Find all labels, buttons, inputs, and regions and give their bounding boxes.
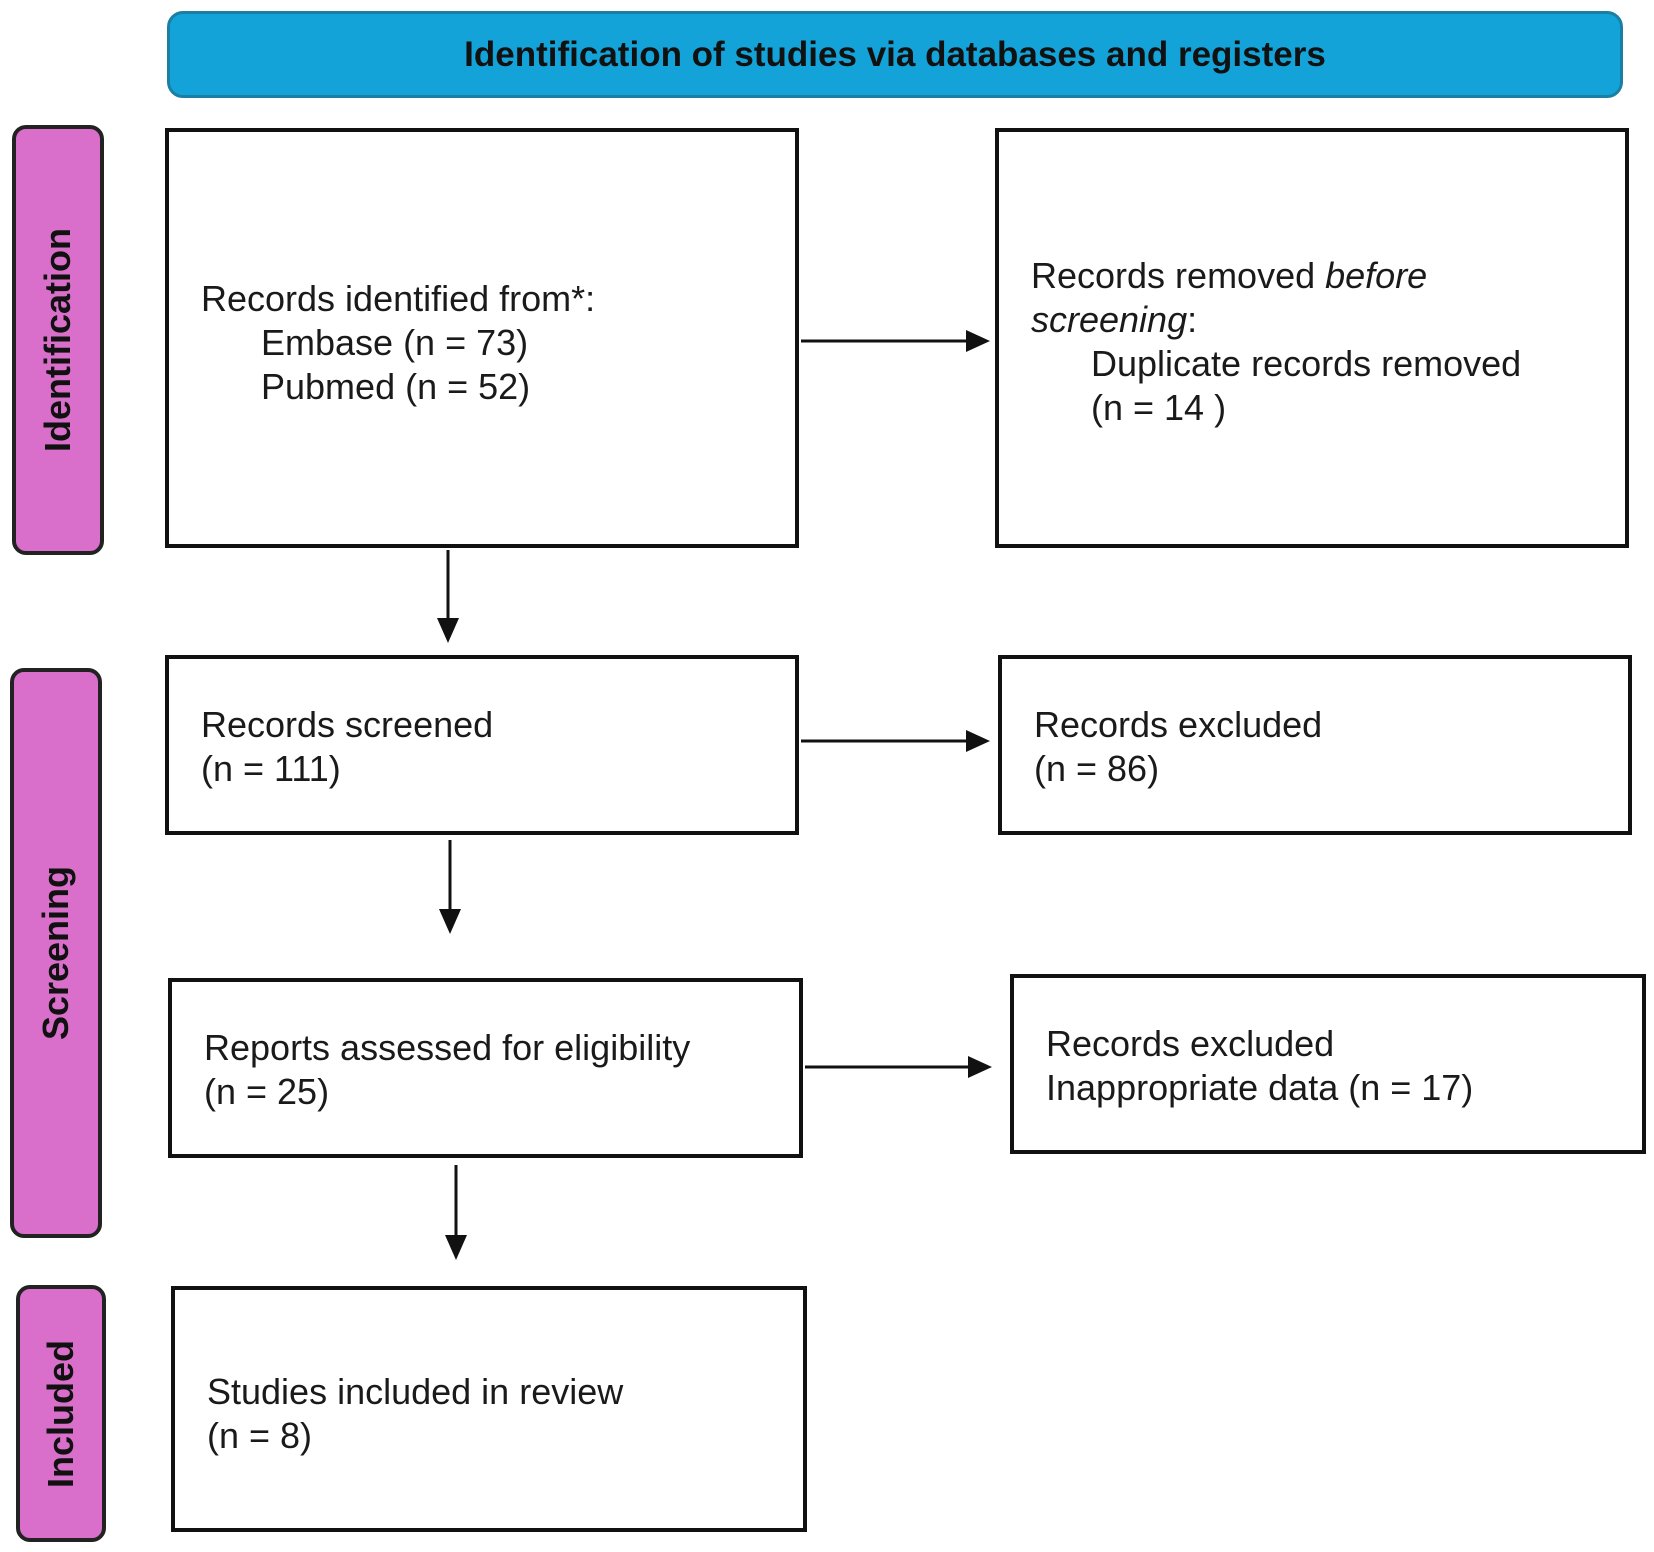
arrowhead-identified-to-screened [437,618,459,643]
reports-assessed-label: Reports assessed for eligibility [204,1027,691,1068]
box-records-excluded-screening: Records excluded (n = 86) [998,655,1632,835]
arrowhead-screened-to-assessed [439,909,461,934]
records-removed-screening: screening [1031,299,1188,340]
box-records-screened: Records screened (n = 111) [165,655,799,835]
box-records-excluded-eligibility: Records excluded Inappropriate data (n =… [1010,974,1646,1154]
records-excluded-1-count: (n = 86) [1034,748,1160,789]
phase-identification: Identification [12,125,104,555]
records-excluded-2-label: Records excluded [1046,1023,1335,1064]
records-excluded-1-label: Records excluded [1034,704,1323,745]
studies-included-count: (n = 8) [207,1415,313,1456]
phase-screening: Screening [10,668,102,1238]
records-identified-heading: Records identified from*: [201,278,596,319]
box-studies-included: Studies included in review (n = 8) [171,1286,807,1532]
records-removed-heading: Records removed before [1031,254,1625,298]
arrowhead-identified-to-removed [966,330,990,352]
records-removed-prefix: Records removed [1031,255,1326,296]
records-removed-count: (n = 14 ) [1091,387,1227,428]
records-removed-duplicates: Duplicate records removed [1091,343,1522,384]
studies-included-label: Studies included in review [207,1371,624,1412]
arrowhead-screened-to-excluded [966,730,990,752]
phase-included: Included [16,1285,106,1542]
box-records-removed: Records removed before screening: Duplic… [995,128,1629,548]
records-screened-label: Records screened [201,704,494,745]
records-removed-colon: : [1187,299,1198,340]
records-excluded-2-reason: Inappropriate data (n = 17) [1046,1067,1474,1108]
records-removed-before: before [1325,255,1428,296]
header-title: Identification of studies via databases … [464,34,1326,74]
records-identified-pubmed: Pubmed (n = 52) [261,366,531,407]
reports-assessed-count: (n = 25) [204,1071,330,1112]
records-removed-subheading: screening: [1031,298,1625,342]
arrowhead-assessed-to-excluded [968,1056,992,1078]
arrowhead-assessed-to-included [445,1235,467,1260]
records-screened-count: (n = 111) [201,748,341,789]
box-records-identified: Records identified from*: Embase (n = 73… [165,128,799,548]
header-banner: Identification of studies via databases … [167,11,1623,98]
records-identified-embase: Embase (n = 73) [261,322,529,363]
box-reports-assessed: Reports assessed for eligibility (n = 25… [168,978,803,1158]
